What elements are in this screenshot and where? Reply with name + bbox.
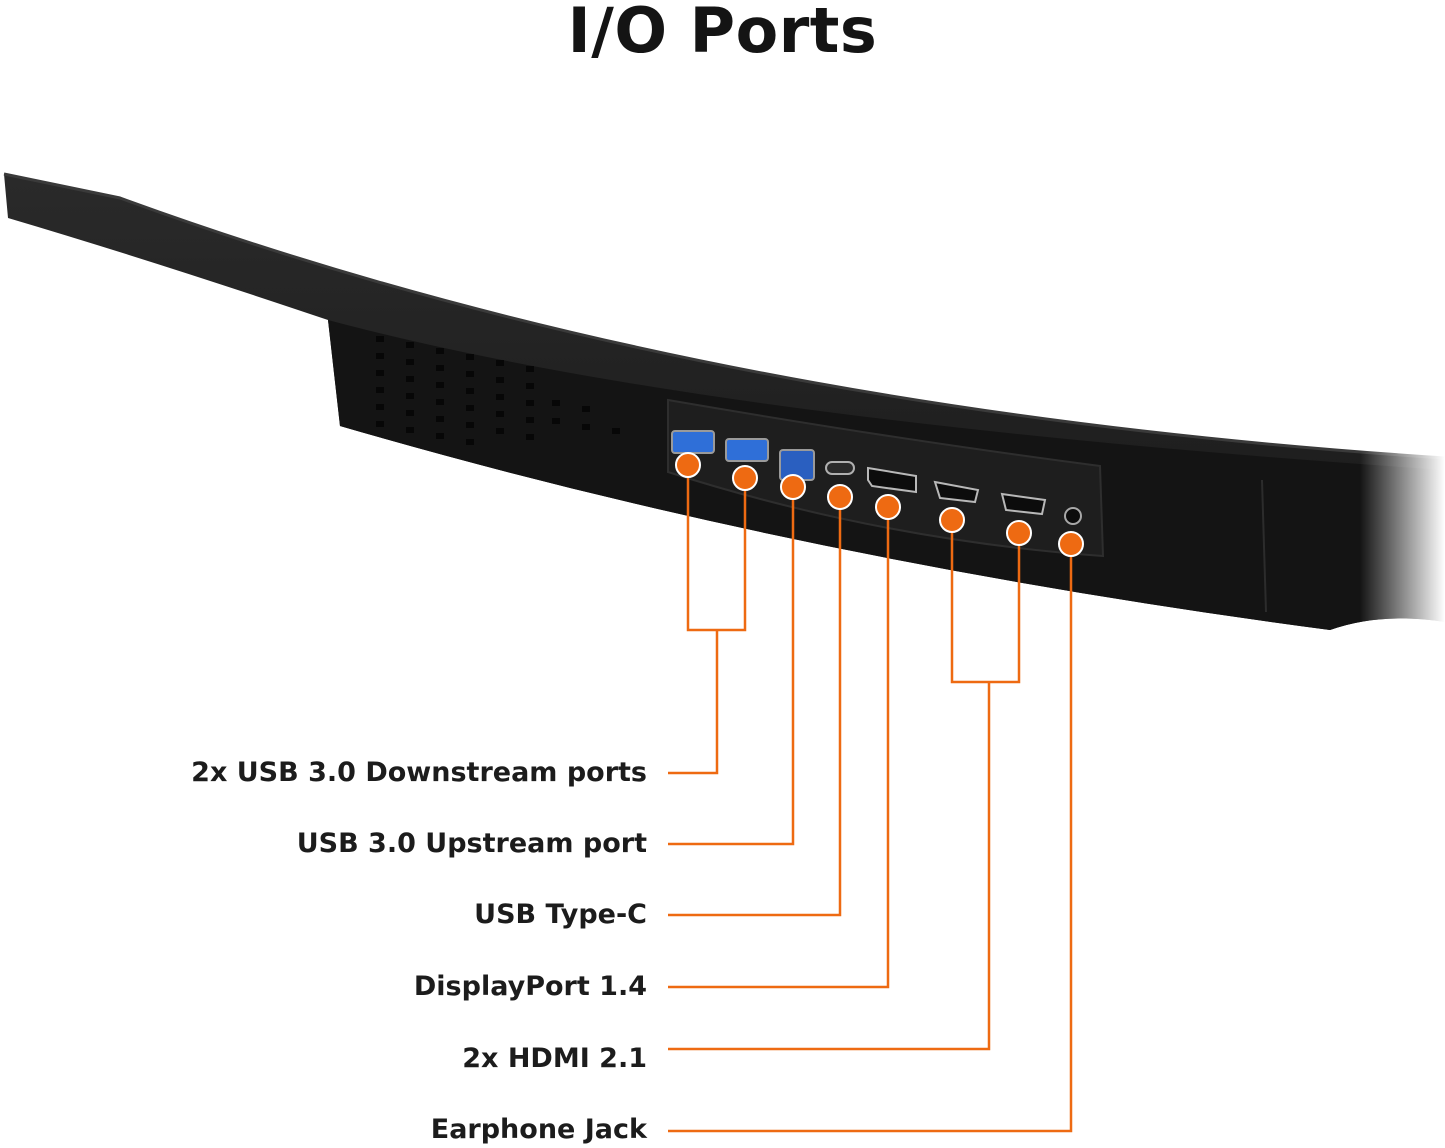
dot-usb-a-2 — [732, 465, 758, 491]
vent-hole — [376, 336, 384, 342]
callout-usb-downstream — [668, 465, 747, 775]
callout-earphone — [668, 544, 1073, 1133]
vent-hole — [582, 406, 590, 412]
vent-hole — [406, 376, 414, 382]
dot-hdmi-1 — [939, 507, 965, 533]
earphone-jack-port — [1064, 507, 1082, 525]
dot-usb-a-1 — [675, 452, 701, 478]
vent-hole — [376, 370, 384, 376]
right-fade — [1360, 430, 1445, 640]
vent-hole — [466, 388, 474, 394]
label-hdmi: 2x HDMI 2.1 — [462, 1043, 647, 1074]
dot-hdmi-2 — [1006, 520, 1032, 546]
callout-dots — [675, 452, 1084, 557]
vent-hole — [376, 353, 384, 359]
vent-hole — [612, 428, 620, 434]
vent-hole — [526, 383, 534, 389]
vent-hole — [526, 417, 534, 423]
vent-hole — [436, 382, 444, 388]
vent-hole — [406, 342, 414, 348]
callout-hdmi — [668, 520, 1021, 1051]
dot-usb-b — [780, 474, 806, 500]
vent-hole — [406, 410, 414, 416]
vent-hole — [376, 387, 384, 393]
label-earphone-jack: Earphone Jack — [430, 1114, 647, 1145]
vent-hole — [466, 371, 474, 377]
vent-grid — [376, 336, 620, 445]
dot-earphone — [1058, 531, 1084, 557]
vent-hole — [526, 400, 534, 406]
vent-hole — [582, 424, 590, 430]
vent-hole — [376, 421, 384, 427]
page-title: I/O Ports — [567, 0, 878, 67]
vent-hole — [406, 393, 414, 399]
vent-hole — [406, 359, 414, 365]
vent-hole — [552, 418, 560, 424]
vent-hole — [466, 405, 474, 411]
vent-hole — [496, 428, 504, 434]
vent-hole — [436, 365, 444, 371]
dot-displayport — [875, 494, 901, 520]
label-usb-type-c: USB Type-C — [474, 899, 647, 930]
vent-hole — [496, 394, 504, 400]
vent-hole — [496, 377, 504, 383]
callout-usb-c — [668, 497, 842, 917]
bezel-top-edge — [3, 172, 1445, 460]
vent-hole — [466, 354, 474, 360]
vent-hole — [466, 422, 474, 428]
vent-hole — [526, 434, 534, 440]
right-panel-seam — [1261, 479, 1267, 613]
vent-hole — [496, 360, 504, 366]
vent-hole — [436, 348, 444, 354]
vent-hole — [526, 366, 534, 372]
vent-hole — [436, 416, 444, 422]
usb-c-port — [825, 461, 855, 475]
ports — [671, 430, 1082, 525]
usb-a-port-2 — [725, 438, 769, 462]
vent-hole — [376, 404, 384, 410]
hdmi-port-1 — [933, 480, 980, 504]
callout-displayport — [668, 507, 890, 989]
callout-usb-upstream — [668, 487, 795, 846]
label-displayport: DisplayPort 1.4 — [413, 971, 647, 1002]
vent-hole — [436, 433, 444, 439]
label-usb-downstream: 2x USB 3.0 Downstream ports — [191, 757, 647, 788]
vent-hole — [436, 399, 444, 405]
vent-hole — [466, 439, 474, 445]
hdmi-port-2 — [1000, 492, 1047, 516]
vent-hole — [496, 411, 504, 417]
vent-hole — [406, 427, 414, 433]
monitor-body — [3, 172, 1445, 640]
callout-lines — [668, 465, 1073, 1133]
usb-a-port-1 — [671, 430, 715, 454]
vent-hole — [552, 400, 560, 406]
dot-usb-c — [827, 484, 853, 510]
label-usb-upstream: USB 3.0 Upstream port — [296, 828, 647, 859]
displayport-port — [867, 466, 917, 494]
